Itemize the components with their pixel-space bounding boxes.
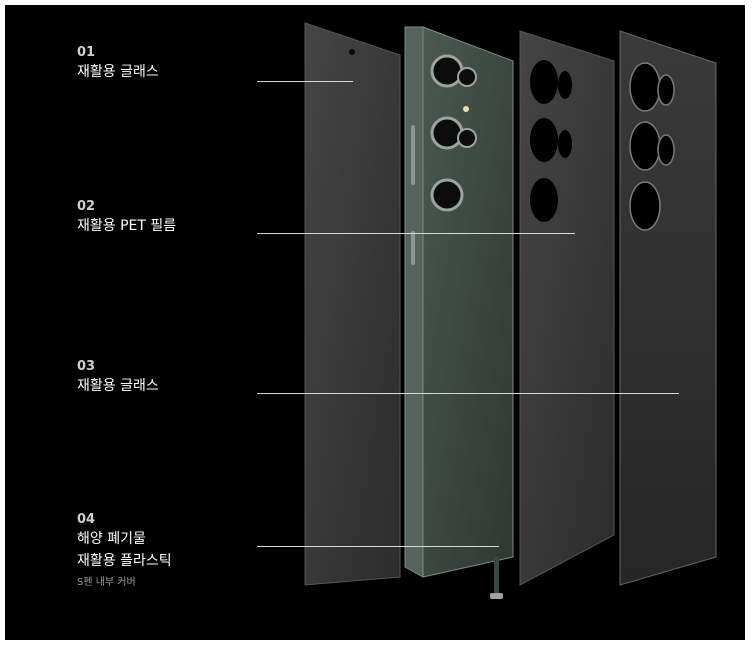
leader-line-02: [257, 233, 575, 234]
callout-label: 재활용 글래스: [77, 64, 159, 80]
callout-02: 02 재활용 PET 필름: [77, 199, 176, 237]
front-camera-hole: [349, 49, 355, 55]
callout-label: 재활용 플라스틱: [77, 553, 172, 569]
leader-line-01: [257, 81, 353, 82]
callout-01: 01 재활용 글래스: [77, 45, 159, 83]
callout-03: 03 재활용 글래스: [77, 359, 159, 397]
pet-film-camera-cutouts: [530, 60, 572, 222]
callout-label: 재활용 PET 필름: [77, 218, 177, 234]
exploded-view-illustration: [304, 22, 717, 599]
camera-lens: [430, 116, 464, 150]
camera-lens: [430, 178, 464, 212]
pet-film-panel: [519, 30, 615, 586]
side-button: [411, 125, 415, 185]
callout-number: 04: [77, 512, 96, 527]
callout-note: S펜 내부 커버: [77, 577, 136, 588]
rear-glass-panel: [619, 30, 717, 586]
diagram-stage: 01 재활용 글래스 02 재활용 PET 필름 03 재활용 글래스 04 해…: [5, 5, 745, 640]
callout-label: 해양 폐기물: [77, 531, 146, 547]
side-button: [411, 231, 415, 265]
callout-number: 02: [77, 199, 96, 214]
front-glass-panel: [304, 22, 401, 586]
camera-lens: [457, 128, 477, 148]
phone-frame-side: [404, 26, 424, 578]
camera-module: [430, 54, 477, 212]
leader-line-04: [257, 546, 499, 547]
rear-glass-camera-cutouts: [629, 62, 675, 231]
camera-lens: [430, 54, 464, 88]
s-pen: [490, 557, 503, 599]
camera-lens: [457, 67, 477, 87]
flash-dot: [463, 106, 469, 112]
callout-number: 03: [77, 359, 96, 374]
callout-label: 재활용 글래스: [77, 378, 159, 394]
callout-number: 01: [77, 45, 96, 60]
leader-line-03: [257, 393, 679, 394]
callout-04: 04 해양 폐기물 재활용 플라스틱 S펜 내부 커버: [77, 512, 172, 590]
